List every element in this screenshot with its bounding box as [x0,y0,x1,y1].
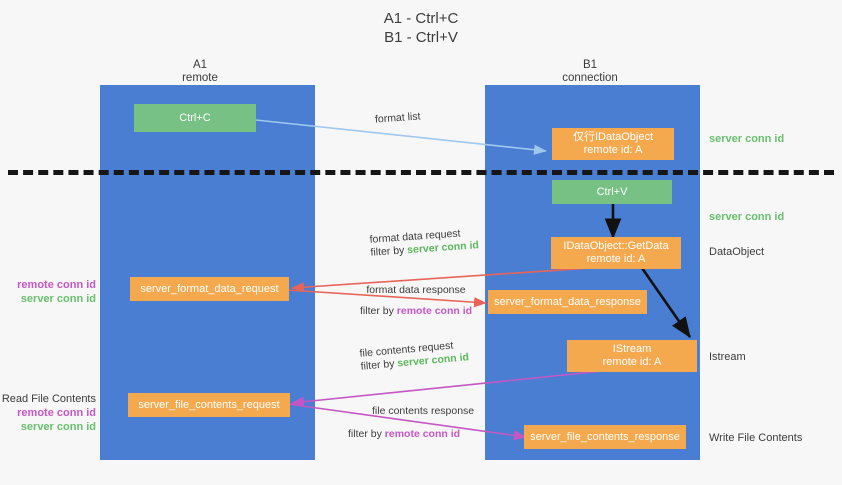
box-idataobject-line2: remote id: A [583,144,643,156]
right-label-write-file-contents: Write File Contents [709,432,803,444]
box-server-format-data-response-label: server_format_data_response [494,295,641,308]
column-header-a1: A1 remote [140,59,260,85]
label-format-data-response-line2: filter by remote conn id [360,305,472,318]
label-file-contents-request-prefix: filter by [360,357,398,373]
left-label-group-format-data: remote conn id server conn id [0,278,96,306]
box-idataobject-line1: 仅行IDataObject [572,131,654,143]
label-file-contents-response-highlight: remote conn id [384,428,461,440]
title-line-2: B1 - Ctrl+V [384,29,458,46]
box-server-format-data-response[interactable]: server_format_data_response [488,290,647,314]
label-format-data-response-highlight: remote conn id [396,305,473,317]
left-label-remote-conn-id-2: remote conn id [17,407,96,419]
left-label-read-file-contents: Read File Contents [1,393,96,405]
label-format-list: format list [375,110,421,126]
label-format-data-response-prefix: filter by [360,305,397,317]
box-server-file-contents-response-label: server_file_contents_response [530,430,680,443]
box-server-file-contents-request[interactable]: server_file_contents_request [128,393,290,417]
box-istream-line2: remote id: A [602,356,662,368]
left-label-group-file-contents: Read File Contents remote conn id server… [0,392,96,434]
page-title: A1 - Ctrl+C B1 - Ctrl+V [0,9,842,47]
box-server-file-contents-response[interactable]: server_file_contents_response [524,425,686,449]
left-label-server-conn-id-2: server conn id [20,421,96,433]
label-format-data-response: format data response filter by remote co… [360,284,472,318]
box-server-format-data-request-label: server_format_data_request [140,282,279,295]
label-file-contents-response-line1: file contents response [372,405,475,417]
label-format-data-response-line1: format data response [366,284,466,296]
box-server-file-contents-request-label: server_file_contents_request [138,398,280,411]
label-file-contents-response: file contents response filter by remote … [348,405,474,441]
section-divider [8,170,834,175]
right-label-server-conn-id-mid: server conn id [709,211,785,223]
box-ctrl-v[interactable]: Ctrl+V [552,180,672,204]
box-idataobject-getdata-line1: IDataObject::GetData [563,240,669,252]
label-file-contents-response-prefix: filter by [348,428,385,440]
box-server-format-data-request[interactable]: server_format_data_request [130,277,289,301]
box-ctrl-v-label: Ctrl+V [596,185,628,198]
box-ctrl-c-label: Ctrl+C [179,111,211,124]
right-label-dataobject: DataObject [709,246,765,258]
column-header-a1-name: A1 [192,59,208,71]
column-header-b1-sub: connection [562,72,618,84]
left-label-remote-conn-id-1: remote conn id [17,279,96,291]
box-idataobject-getdata[interactable]: IDataObject::GetData remote id: A [551,237,681,269]
label-file-contents-request: file contents request filter by server c… [359,338,469,373]
label-format-list-text: format list [374,110,421,126]
label-file-contents-response-line2: filter by remote conn id [348,428,474,441]
column-header-b1: B1 connection [530,59,650,85]
box-istream-line1: IStream [612,343,652,355]
box-idataobject[interactable]: 仅行IDataObject remote id: A [552,128,674,160]
box-istream[interactable]: IStream remote id: A [567,340,697,372]
label-format-data-request-prefix: filter by [370,244,408,259]
column-header-b1-name: B1 [582,59,598,71]
title-line-1: A1 - Ctrl+C [383,10,459,27]
box-idataobject-getdata-line2: remote id: A [586,253,646,265]
left-label-server-conn-id-1: server conn id [20,293,96,305]
label-format-data-request: format data request filter by server con… [369,226,479,260]
box-ctrl-c[interactable]: Ctrl+C [134,104,256,132]
right-label-server-conn-id-top: server conn id [709,133,785,145]
column-header-a1-sub: remote [182,72,218,84]
right-label-istream: Istream [709,351,746,363]
